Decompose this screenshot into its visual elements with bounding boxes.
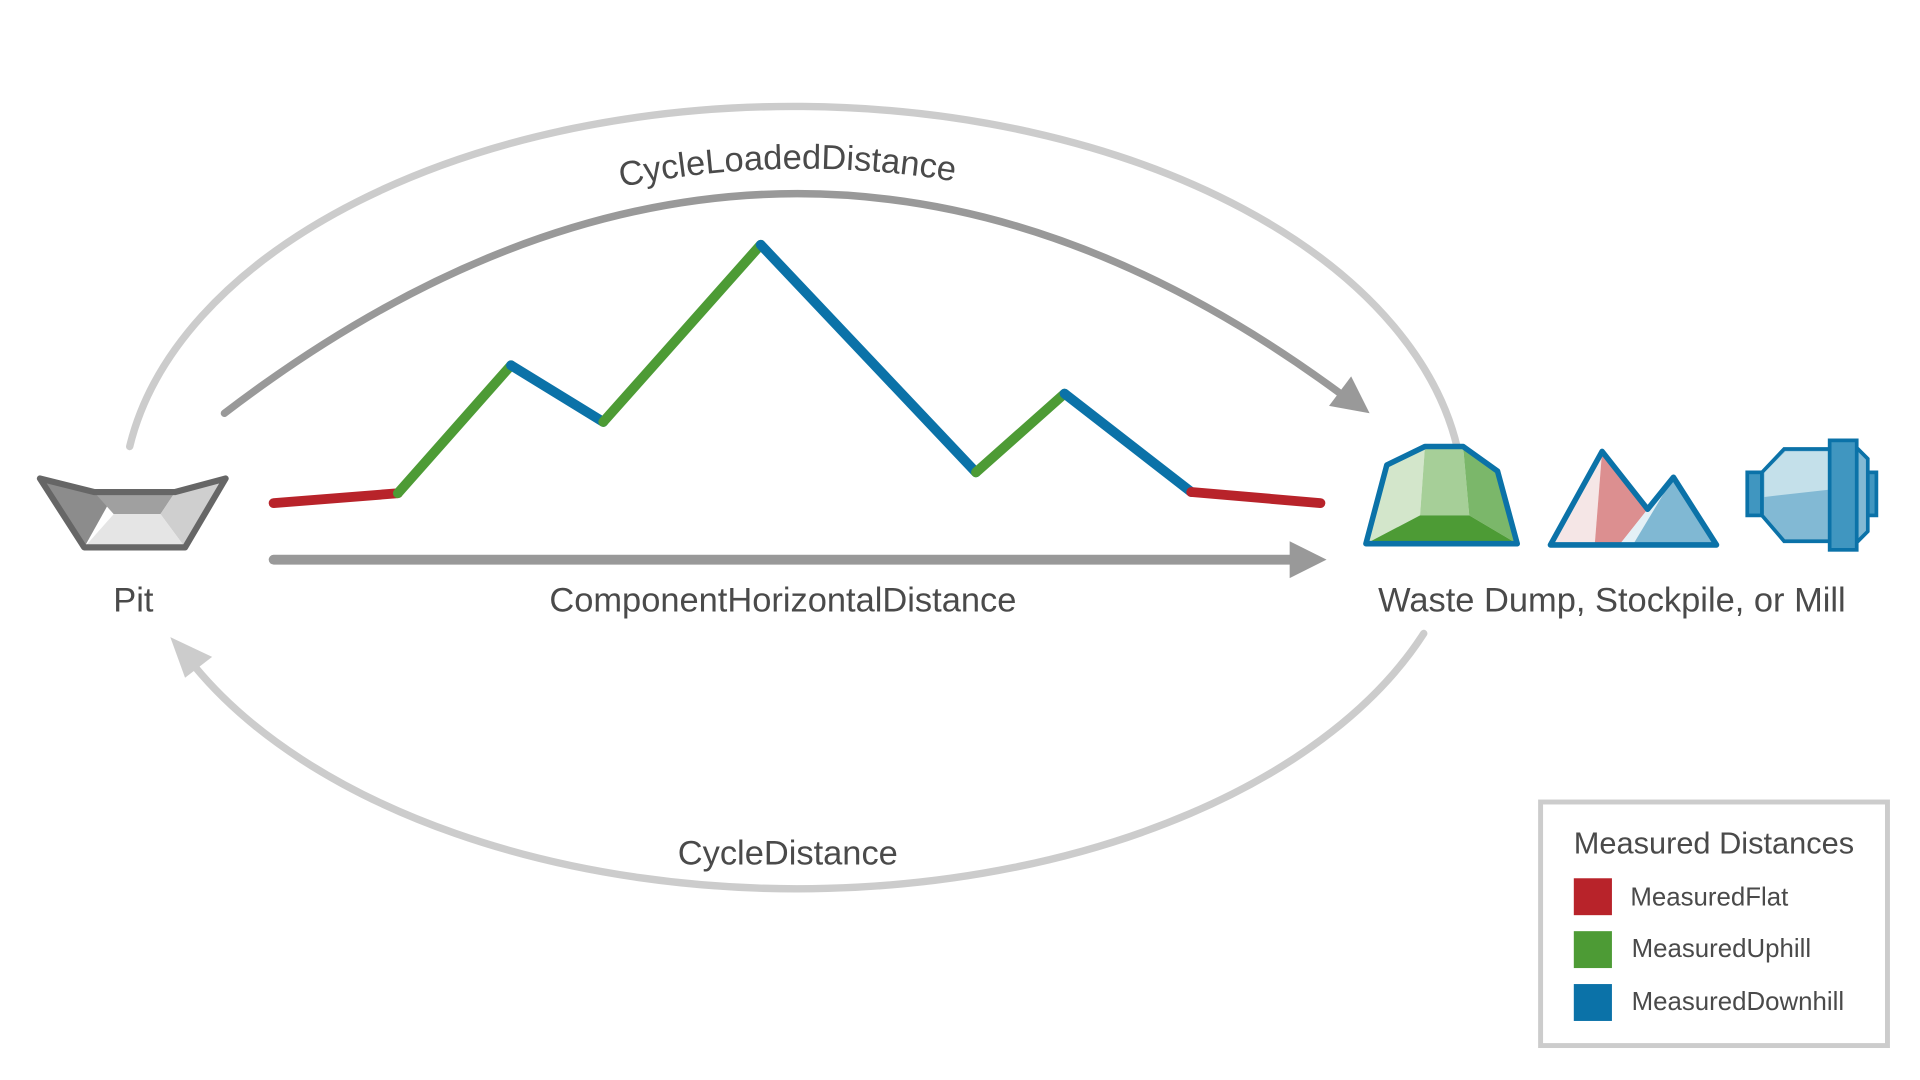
mill-icon <box>1745 438 1879 552</box>
legend-label-uphill: MeasuredUphill <box>1632 935 1811 963</box>
legend-swatch-downhill <box>1573 984 1612 1021</box>
cycle-arc-upper <box>126 102 1464 462</box>
legend-title: Measured Distances <box>1574 826 1854 861</box>
waste-dump-icon <box>1363 443 1520 547</box>
profile-segment-uphill <box>392 360 516 499</box>
legend-label-downhill: MeasuredDownhill <box>1632 988 1844 1016</box>
cycle-distance-label: CycleDistance <box>678 835 898 873</box>
profile-segment-downhill <box>755 239 981 478</box>
profile-segment-uphill <box>598 239 766 427</box>
destination-label: Waste Dump, Stockpile, or Mill <box>1378 581 1846 619</box>
legend: Measured Distances MeasuredFlat Measured… <box>1538 799 1890 1049</box>
legend-label-flat: MeasuredFlat <box>1630 883 1788 911</box>
component-horizontal-distance-label: ComponentHorizontalDistance <box>549 581 1016 619</box>
stockpile-icon <box>1547 448 1720 548</box>
cycle-loaded-distance-label: CycleLoadedDistance <box>616 139 959 195</box>
profile-segment-uphill <box>971 388 1070 478</box>
profile-segment-downhill <box>1059 388 1197 497</box>
terrain-profile <box>268 239 1326 509</box>
loaded-arrowhead-icon <box>1329 376 1370 414</box>
horizontal-arrowhead-icon <box>1289 541 1327 579</box>
profile-segment-flat <box>1186 487 1326 509</box>
profile-segment-downhill <box>506 360 609 427</box>
pit-icon <box>36 475 229 551</box>
profile-segment-flat <box>268 488 403 509</box>
legend-swatch-uphill <box>1573 931 1612 969</box>
cycle-arrowhead-icon <box>170 637 213 678</box>
pit-label: Pit <box>113 581 154 619</box>
cycle-arc-lower <box>191 629 1428 893</box>
legend-swatch-flat <box>1573 878 1612 916</box>
loaded-distance-arc <box>220 189 1348 417</box>
